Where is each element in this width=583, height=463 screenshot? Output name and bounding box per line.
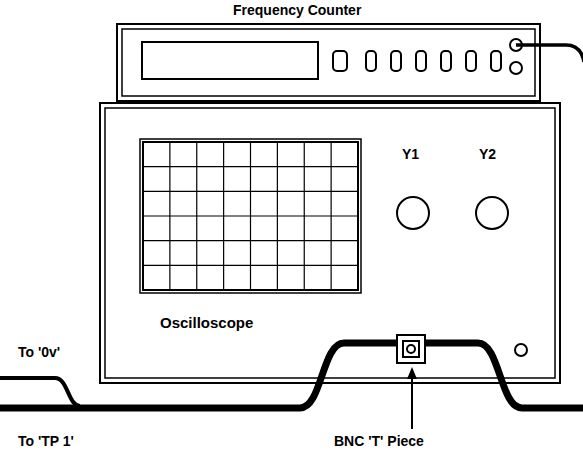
counter-housing [117,24,540,101]
grid-line [143,240,358,241]
input-socket [397,197,429,229]
counter-lead [516,45,583,62]
scope-panel [105,108,555,378]
oscilloscope: Y1 Y2Oscilloscope [100,103,560,383]
grid-line [143,265,358,266]
channel-label: Y1 [402,147,419,162]
counter-button [466,51,476,71]
counter-button [441,51,451,71]
coax-cable [0,343,583,408]
counter-button [391,51,401,71]
wire-label: To '0v' [18,345,60,360]
input-terminal [510,62,522,74]
counter-display [142,42,318,79]
pointer-head [407,367,417,379]
graticule [143,142,358,290]
grid-line [143,166,358,167]
bnc-t-piece [397,335,425,363]
bnc-t-piece [407,345,415,353]
control-knob [515,344,527,356]
pointer-line [411,376,413,429]
counter-button [416,51,426,71]
device-title: Frequency Counter [233,3,361,18]
counter-button [366,51,376,71]
channel-label: Y2 [479,147,496,162]
counter-button [333,51,347,71]
frequency-counter: Frequency Counter [117,24,540,101]
bnc-t-piece [403,341,419,357]
wire-label: To 'TP 1' [18,434,74,449]
ground-lead [0,378,80,406]
grid-line [143,215,358,216]
device-name: Oscilloscope [160,315,253,332]
input-socket [476,197,508,229]
counter-panel [122,29,535,96]
counter-button [491,51,501,71]
grid-line [143,191,358,192]
screen [143,142,358,290]
scope-housing [100,103,560,383]
part-label: BNC 'T' Piece [334,434,424,449]
screen-bezel [140,139,361,293]
